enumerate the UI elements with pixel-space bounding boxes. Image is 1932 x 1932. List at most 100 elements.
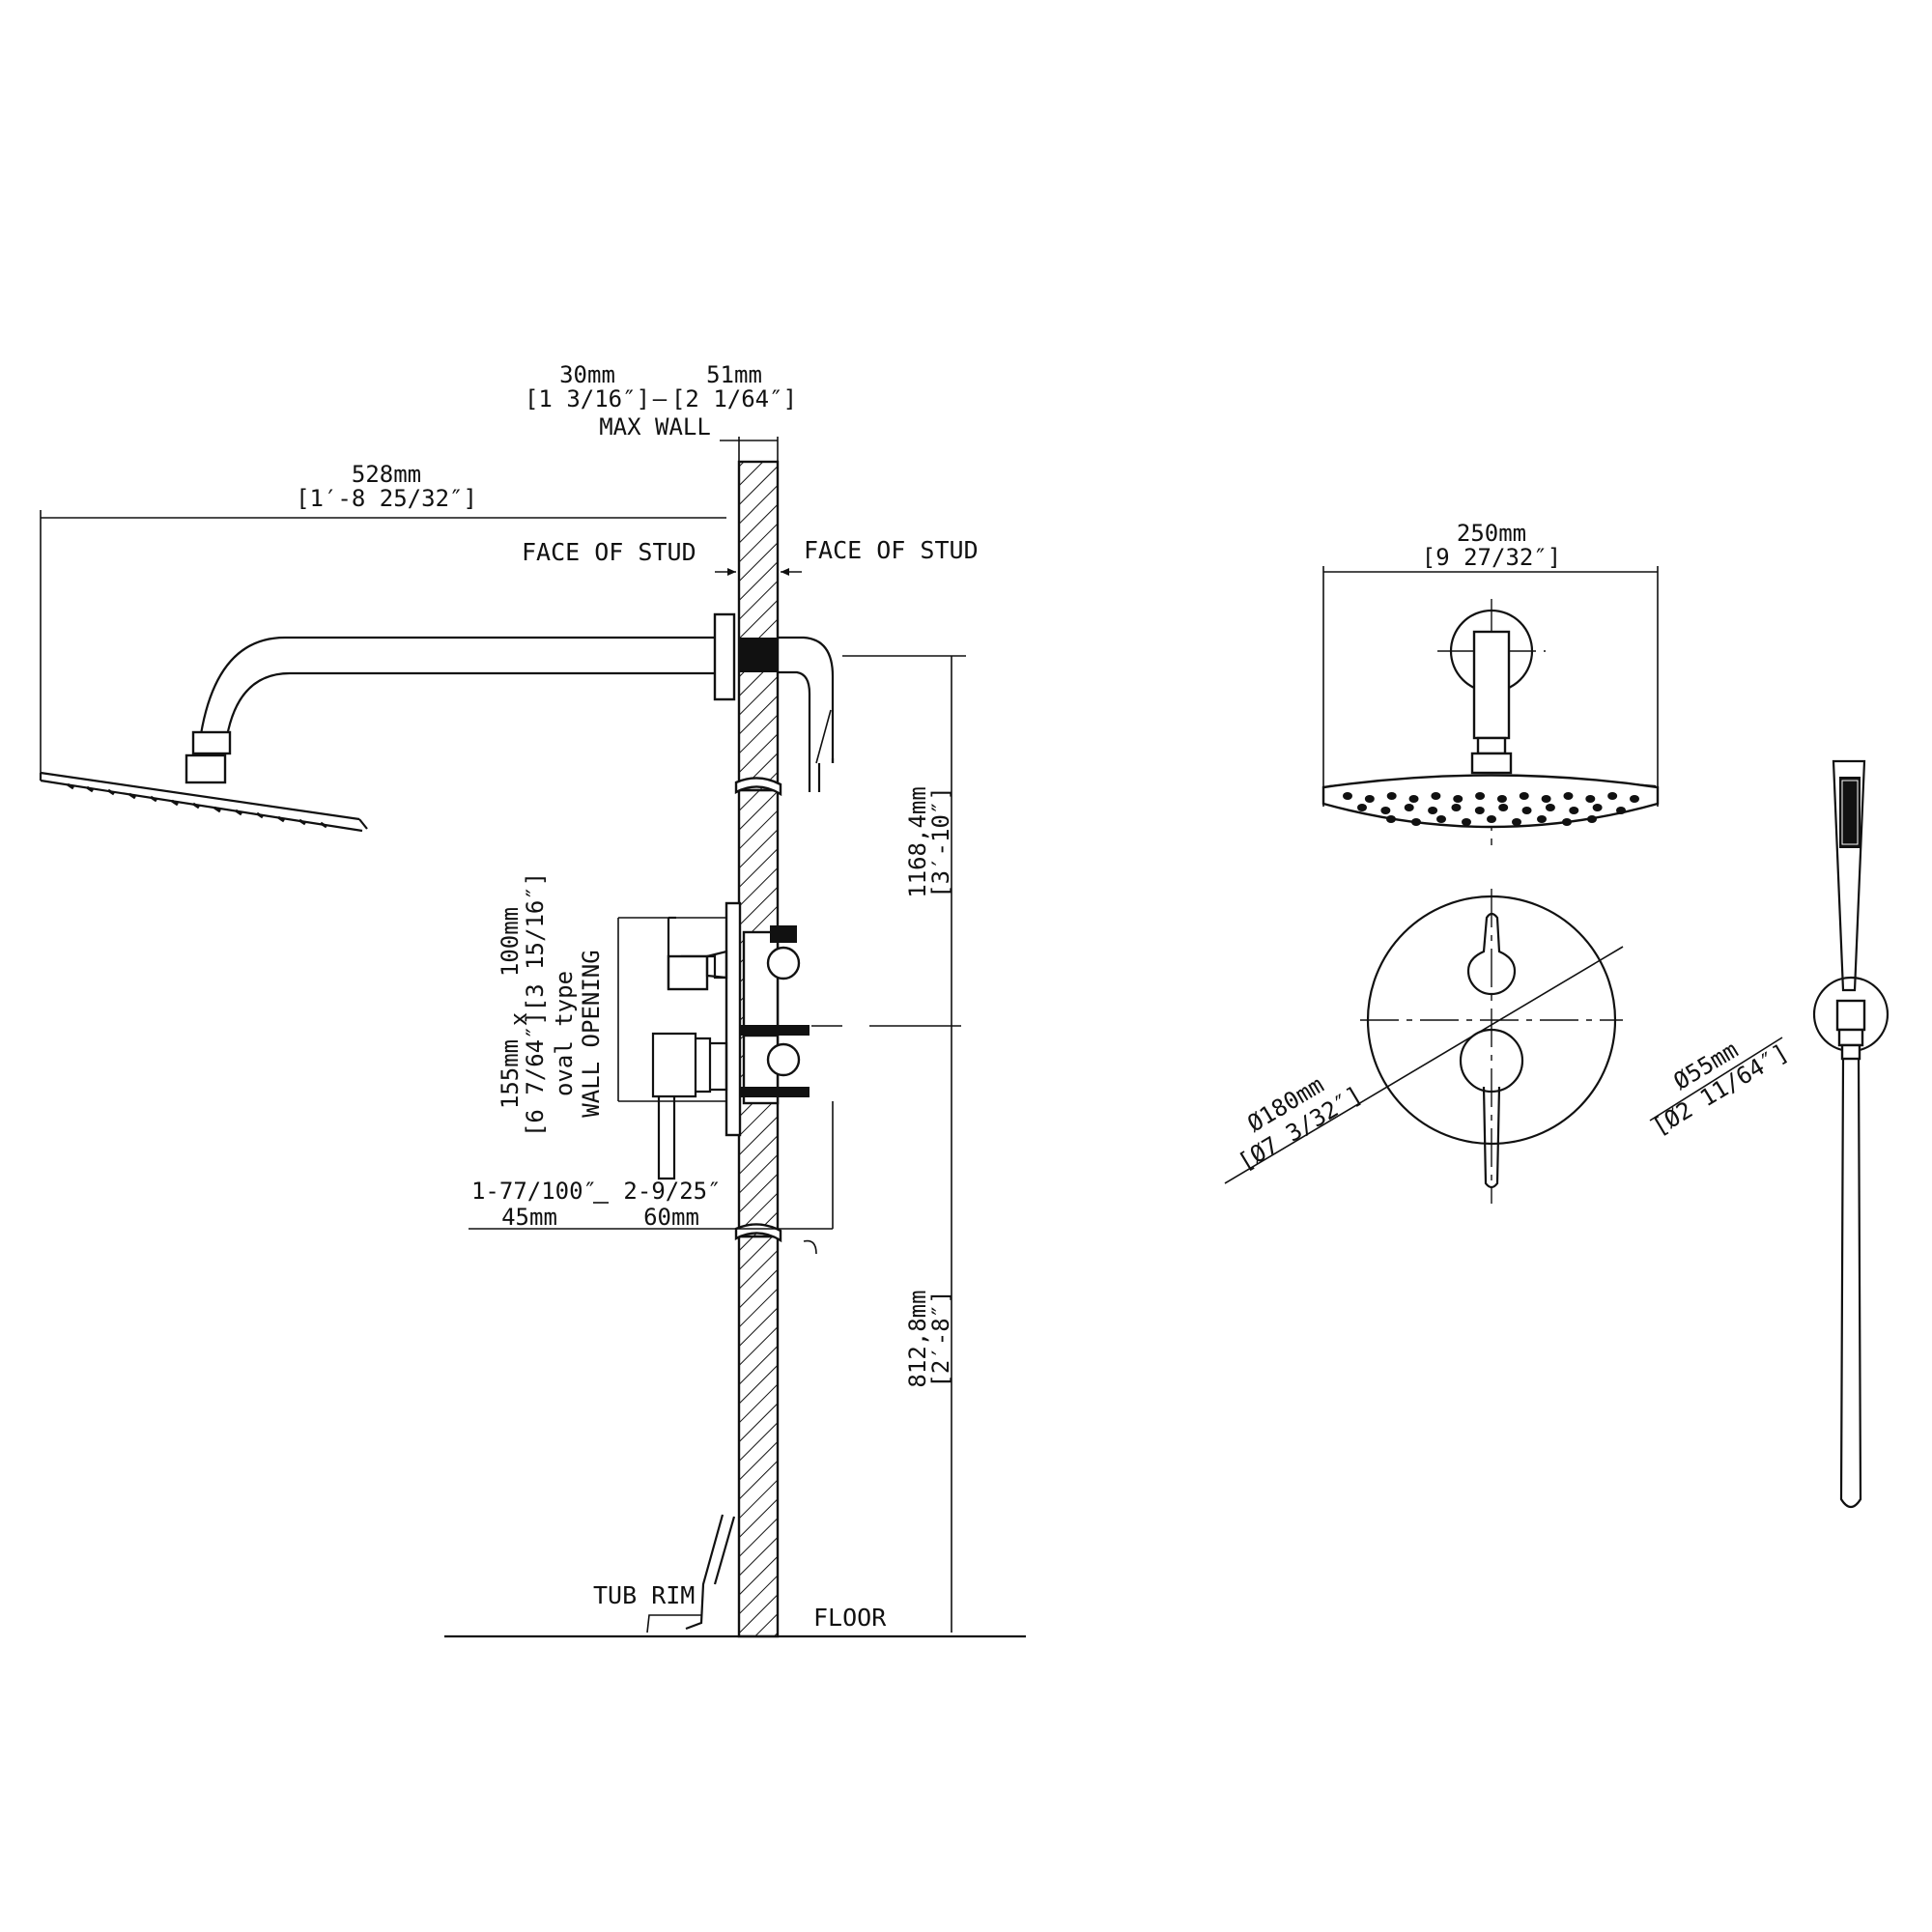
nozzle — [1408, 795, 1419, 803]
valve-port-upper — [766, 946, 801, 980]
wall-opening-line4: [6 7/64″] — [522, 1011, 549, 1137]
wall-opening-dimension: 100mm [3 15/16″] x 155mm [6 7/64″] oval … — [497, 872, 605, 1137]
upper-height-metric: 1168,4mm — [904, 786, 931, 898]
nozzle — [1453, 795, 1463, 803]
valve-cap-top — [770, 925, 797, 943]
wall-opening-line2: [3 15/16″] — [522, 872, 549, 1012]
nozzle — [1411, 818, 1421, 826]
face-of-stud-right-label: FACE OF STUD — [804, 536, 979, 564]
max-wall-dimension: 30mm [1 3/16″] — 51mm [2 1/64″] MAX WALL — [525, 361, 797, 462]
upper-height-imperial: [3′-10″] — [927, 786, 954, 898]
nozzle — [1498, 804, 1509, 811]
front-view: 250mm [9 27/32″] — [1224, 520, 1889, 1509]
nozzle — [1563, 792, 1574, 800]
threaded-nipple — [739, 638, 778, 672]
rain-shower-head — [39, 771, 368, 833]
valve-trim-front: Ø180mm [Ø7 3/32″] — [1224, 889, 1624, 1204]
valve-mid-bar — [740, 1025, 810, 1036]
nozzle — [1585, 795, 1596, 803]
nozzle — [1545, 804, 1555, 811]
valve-depth-metric-left: 45mm — [501, 1204, 557, 1231]
nozzle — [1562, 818, 1572, 826]
nozzle — [1475, 792, 1486, 800]
dim-wall-min-metric: 30mm — [559, 361, 615, 388]
head-diameter-dimension: 250mm [9 27/32″] — [1322, 520, 1659, 807]
lower-handle-lever — [657, 1096, 676, 1180]
lower-knob-front — [1459, 1028, 1524, 1094]
nozzle — [1496, 795, 1507, 803]
nozzle — [1428, 807, 1438, 814]
lower-height-dimension: 812,8mm [2′-8″] — [904, 1026, 954, 1633]
diverter-valve — [617, 901, 842, 1180]
arm-length-dimension: 528mm [1′-8 25/32″] — [40, 461, 726, 773]
head-nozzles — [1343, 792, 1639, 826]
nozzle — [1519, 792, 1529, 800]
dim-wall-max-metric: 51mm — [706, 361, 762, 388]
nozzle — [1616, 807, 1626, 814]
nozzle — [1521, 807, 1532, 814]
upper-height-dimension: 1168,4mm [3′-10″] — [842, 655, 966, 1027]
nozzle — [1364, 795, 1375, 803]
nozzle — [1607, 792, 1618, 800]
rain-head-front — [1321, 774, 1660, 829]
valve-bottom-bar — [740, 1087, 810, 1097]
wall-opening-line1: 100mm — [497, 907, 524, 977]
side-view: 30mm [1 3/16″] — 51mm [2 1/64″] MAX WALL… — [39, 361, 1026, 1638]
nozzle — [1386, 815, 1396, 823]
arm-length-metric: 528mm — [352, 461, 421, 488]
nozzle — [1357, 804, 1367, 811]
valve-depth-imperial-left: 1-77/100″ — [471, 1178, 597, 1205]
shower-arm — [185, 612, 835, 792]
head-diameter-metric: 250mm — [1457, 520, 1526, 547]
dim-wall-min-imperial: [1 3/16″] — [525, 385, 650, 412]
nozzle — [1512, 818, 1521, 826]
valve-body-upper — [742, 930, 780, 1031]
floor-label: FLOOR — [813, 1604, 887, 1632]
lower-height-metric: 812,8mm — [904, 1290, 931, 1387]
tub-rim: TUB RIM — [593, 1514, 736, 1634]
dim-wall-separator: — — [653, 385, 668, 412]
nozzle — [1431, 792, 1441, 800]
face-of-stud-left-label: FACE OF STUD — [522, 538, 696, 566]
hand-shower: Ø55mm [Ø2 11/64″] — [1648, 759, 1889, 1509]
dim-wall-max-imperial: [2 1/64″] — [671, 385, 797, 412]
nozzle — [1592, 804, 1603, 811]
valve-depth-dimension: 1-77/100″ 2-9/25″ 45mm 60mm — [469, 1101, 834, 1255]
wall-opening-line5: oval type — [551, 971, 578, 1096]
max-wall-label: MAX WALL — [599, 413, 711, 440]
wall-section — [734, 460, 782, 1638]
hand-shower-handle — [1832, 759, 1866, 992]
wall-flange — [713, 612, 736, 701]
tub-rim-label: TUB RIM — [593, 1581, 695, 1609]
upper-knob-front — [1466, 912, 1517, 996]
nozzle — [1487, 815, 1496, 823]
arm-nut — [191, 730, 232, 755]
nozzle — [1404, 804, 1414, 811]
nozzle — [1343, 792, 1352, 800]
head-diameter-imperial: [9 27/32″] — [1422, 544, 1562, 571]
valve-depth-metric-right: 60mm — [643, 1204, 699, 1231]
nozzle — [1537, 815, 1547, 823]
hose — [1839, 1058, 1862, 1509]
lower-height-imperial: [2′-8″] — [927, 1290, 954, 1387]
nozzle — [1541, 795, 1551, 803]
trim-plate — [724, 901, 742, 1137]
valve-port-lower — [766, 1042, 801, 1077]
head-connector — [185, 753, 227, 784]
nozzle — [1587, 815, 1597, 823]
nozzle — [1386, 792, 1397, 800]
arm-front-pipe — [1472, 630, 1511, 740]
nozzle — [1474, 807, 1485, 814]
nozzle — [1569, 807, 1579, 814]
valve-depth-imperial-right: 2-9/25″ — [623, 1178, 721, 1205]
lower-lever-front — [1482, 1086, 1501, 1189]
nozzle — [1630, 795, 1639, 803]
upper-handle — [667, 954, 709, 991]
nozzle — [1451, 804, 1462, 811]
wall-opening-line6: WALL OPENING — [578, 950, 605, 1117]
nozzle — [1436, 815, 1446, 823]
arm-front-nut — [1476, 736, 1507, 755]
wall-opening-x: x — [505, 1012, 532, 1026]
